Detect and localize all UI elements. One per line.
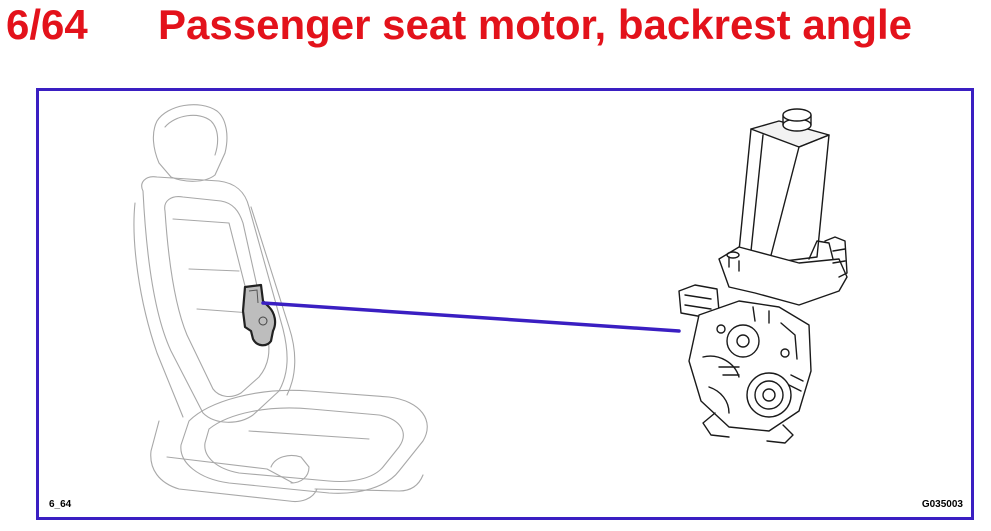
page-code: 6/64 — [6, 1, 88, 48]
leader-line — [261, 301, 681, 333]
title-bar: 6/64 Passenger seat motor, backrest angl… — [0, 0, 991, 50]
figure-frame: 6_64 G035003 — [36, 88, 974, 520]
motor-detail-icon — [678, 108, 848, 444]
figure-reference-code: G035003 — [921, 499, 963, 510]
figure-label-left: 6_64 — [49, 499, 72, 510]
seat-outline-icon — [133, 104, 428, 503]
page-title: Passenger seat motor, backrest angle — [158, 1, 913, 48]
figure-illustration — [133, 104, 848, 503]
motor-highlight-icon — [241, 283, 277, 347]
